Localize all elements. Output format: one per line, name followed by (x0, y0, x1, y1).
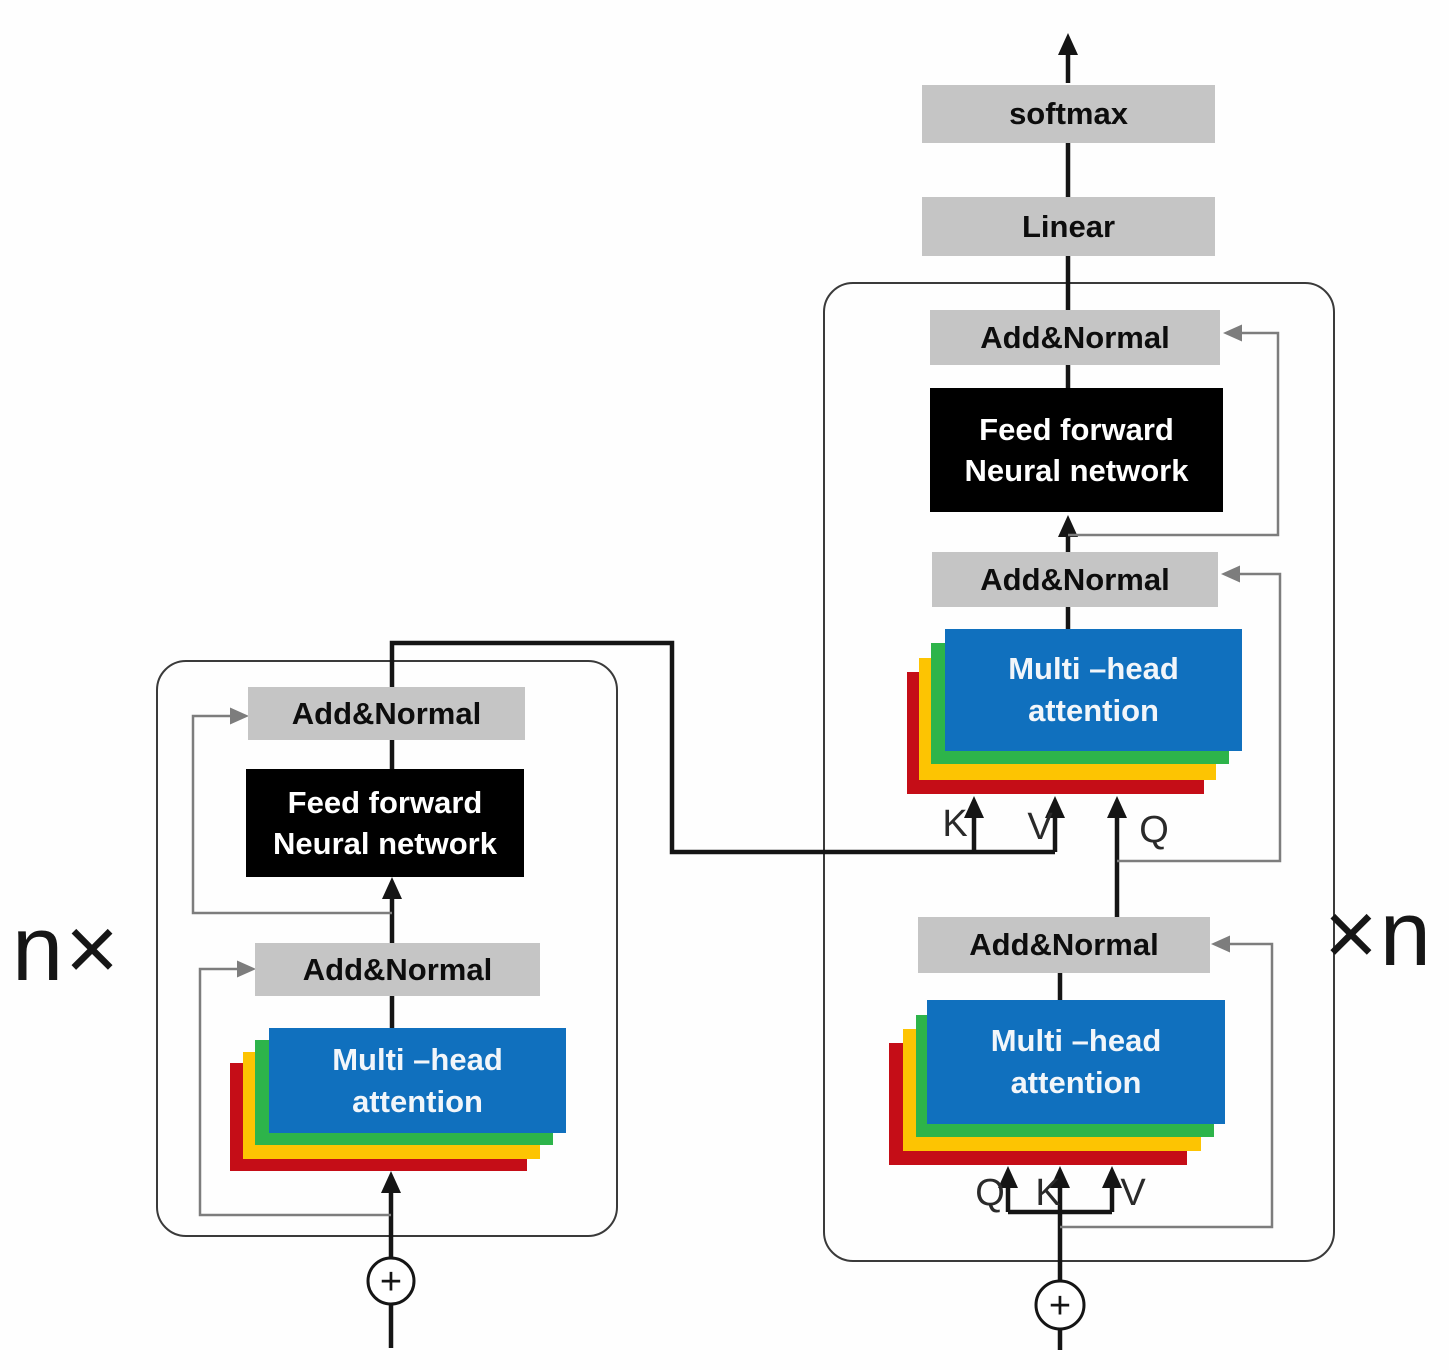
encoder-add-normal-bottom-label: Add&Normal (302, 951, 493, 987)
encoder-repeat-label: n× (12, 898, 121, 1000)
decoder-residual-bottom (1060, 935, 1274, 1229)
decoder-add-normal-bottom-label: Add&Normal (969, 927, 1159, 962)
decoder-cross-mha-label-line1: Multi –head (1008, 651, 1179, 686)
encoder-add-normal-top: Add&Normal (248, 687, 525, 740)
decoder-sum-circle (1034, 1279, 1086, 1331)
decoder-repeat-label: ×n (1324, 883, 1433, 985)
encoder-add-normal-top-label: Add&Normal (291, 695, 482, 731)
cross-attention-key-label: K (942, 803, 968, 845)
decoder-self-mha-label-line2: attention (1010, 1065, 1142, 1100)
encoder-multi-head-attention-box: Multi –head attention (269, 1028, 566, 1133)
encoder-to-decoder-connector (389, 640, 1055, 855)
cross-attention-value-label: V (1027, 806, 1053, 848)
encoder-residual-top (191, 707, 392, 915)
decoder-cross-attention-box: Multi –head attention (945, 629, 1242, 751)
decoder-add-normal-top: Add&Normal (930, 310, 1220, 365)
cross-attention-query-label: Q (1139, 809, 1169, 851)
encoder-mha-label-line2: attention (352, 1083, 483, 1119)
decoder-add-normal-middle: Add&Normal (932, 552, 1218, 607)
linear-box: Linear (922, 197, 1215, 256)
decoder-block-frame (823, 282, 1335, 1262)
decoder-add-normal-top-label: Add&Normal (980, 319, 1170, 355)
softmax-label: softmax (1009, 96, 1128, 131)
encoder-ffn-label-line2: Neural network (273, 826, 497, 861)
linear-label: Linear (1021, 208, 1116, 244)
decoder-residual-top (1068, 324, 1280, 537)
self-attention-key-label: K (1035, 1172, 1061, 1214)
decoder-cross-mha-label-line2: attention (1028, 693, 1159, 728)
encoder-add-normal-bottom: Add&Normal (255, 943, 540, 996)
encoder-ffn-label-line1: Feed forward (287, 785, 483, 820)
decoder-sum-symbol: + (1049, 1285, 1071, 1327)
encoder-block-frame (156, 660, 618, 1237)
encoder-mha-label-line1: Multi –head (332, 1041, 503, 1077)
decoder-ffn-label-line2: Neural network (964, 453, 1189, 488)
encoder-residual-bottom (198, 960, 391, 1217)
encoder-sum-symbol: + (380, 1261, 402, 1303)
decoder-ffn-label-line1: Feed forward (979, 412, 1174, 447)
encoder-sum-circle (366, 1256, 416, 1306)
self-attention-query-label: Q (975, 1172, 1005, 1214)
encoder-feed-forward-box: Feed forward Neural network (246, 769, 524, 877)
decoder-self-mha-label-line1: Multi –head (990, 1023, 1162, 1058)
decoder-add-normal-middle-label: Add&Normal (980, 561, 1170, 597)
decoder-self-attention-box: Multi –head attention (927, 1000, 1225, 1124)
decoder-residual-middle (1117, 565, 1282, 863)
decoder-feed-forward-box: Feed forward Neural network (930, 388, 1223, 512)
softmax-box: softmax (922, 85, 1215, 143)
self-attention-value-label: V (1120, 1172, 1146, 1214)
decoder-add-normal-bottom: Add&Normal (918, 917, 1210, 973)
